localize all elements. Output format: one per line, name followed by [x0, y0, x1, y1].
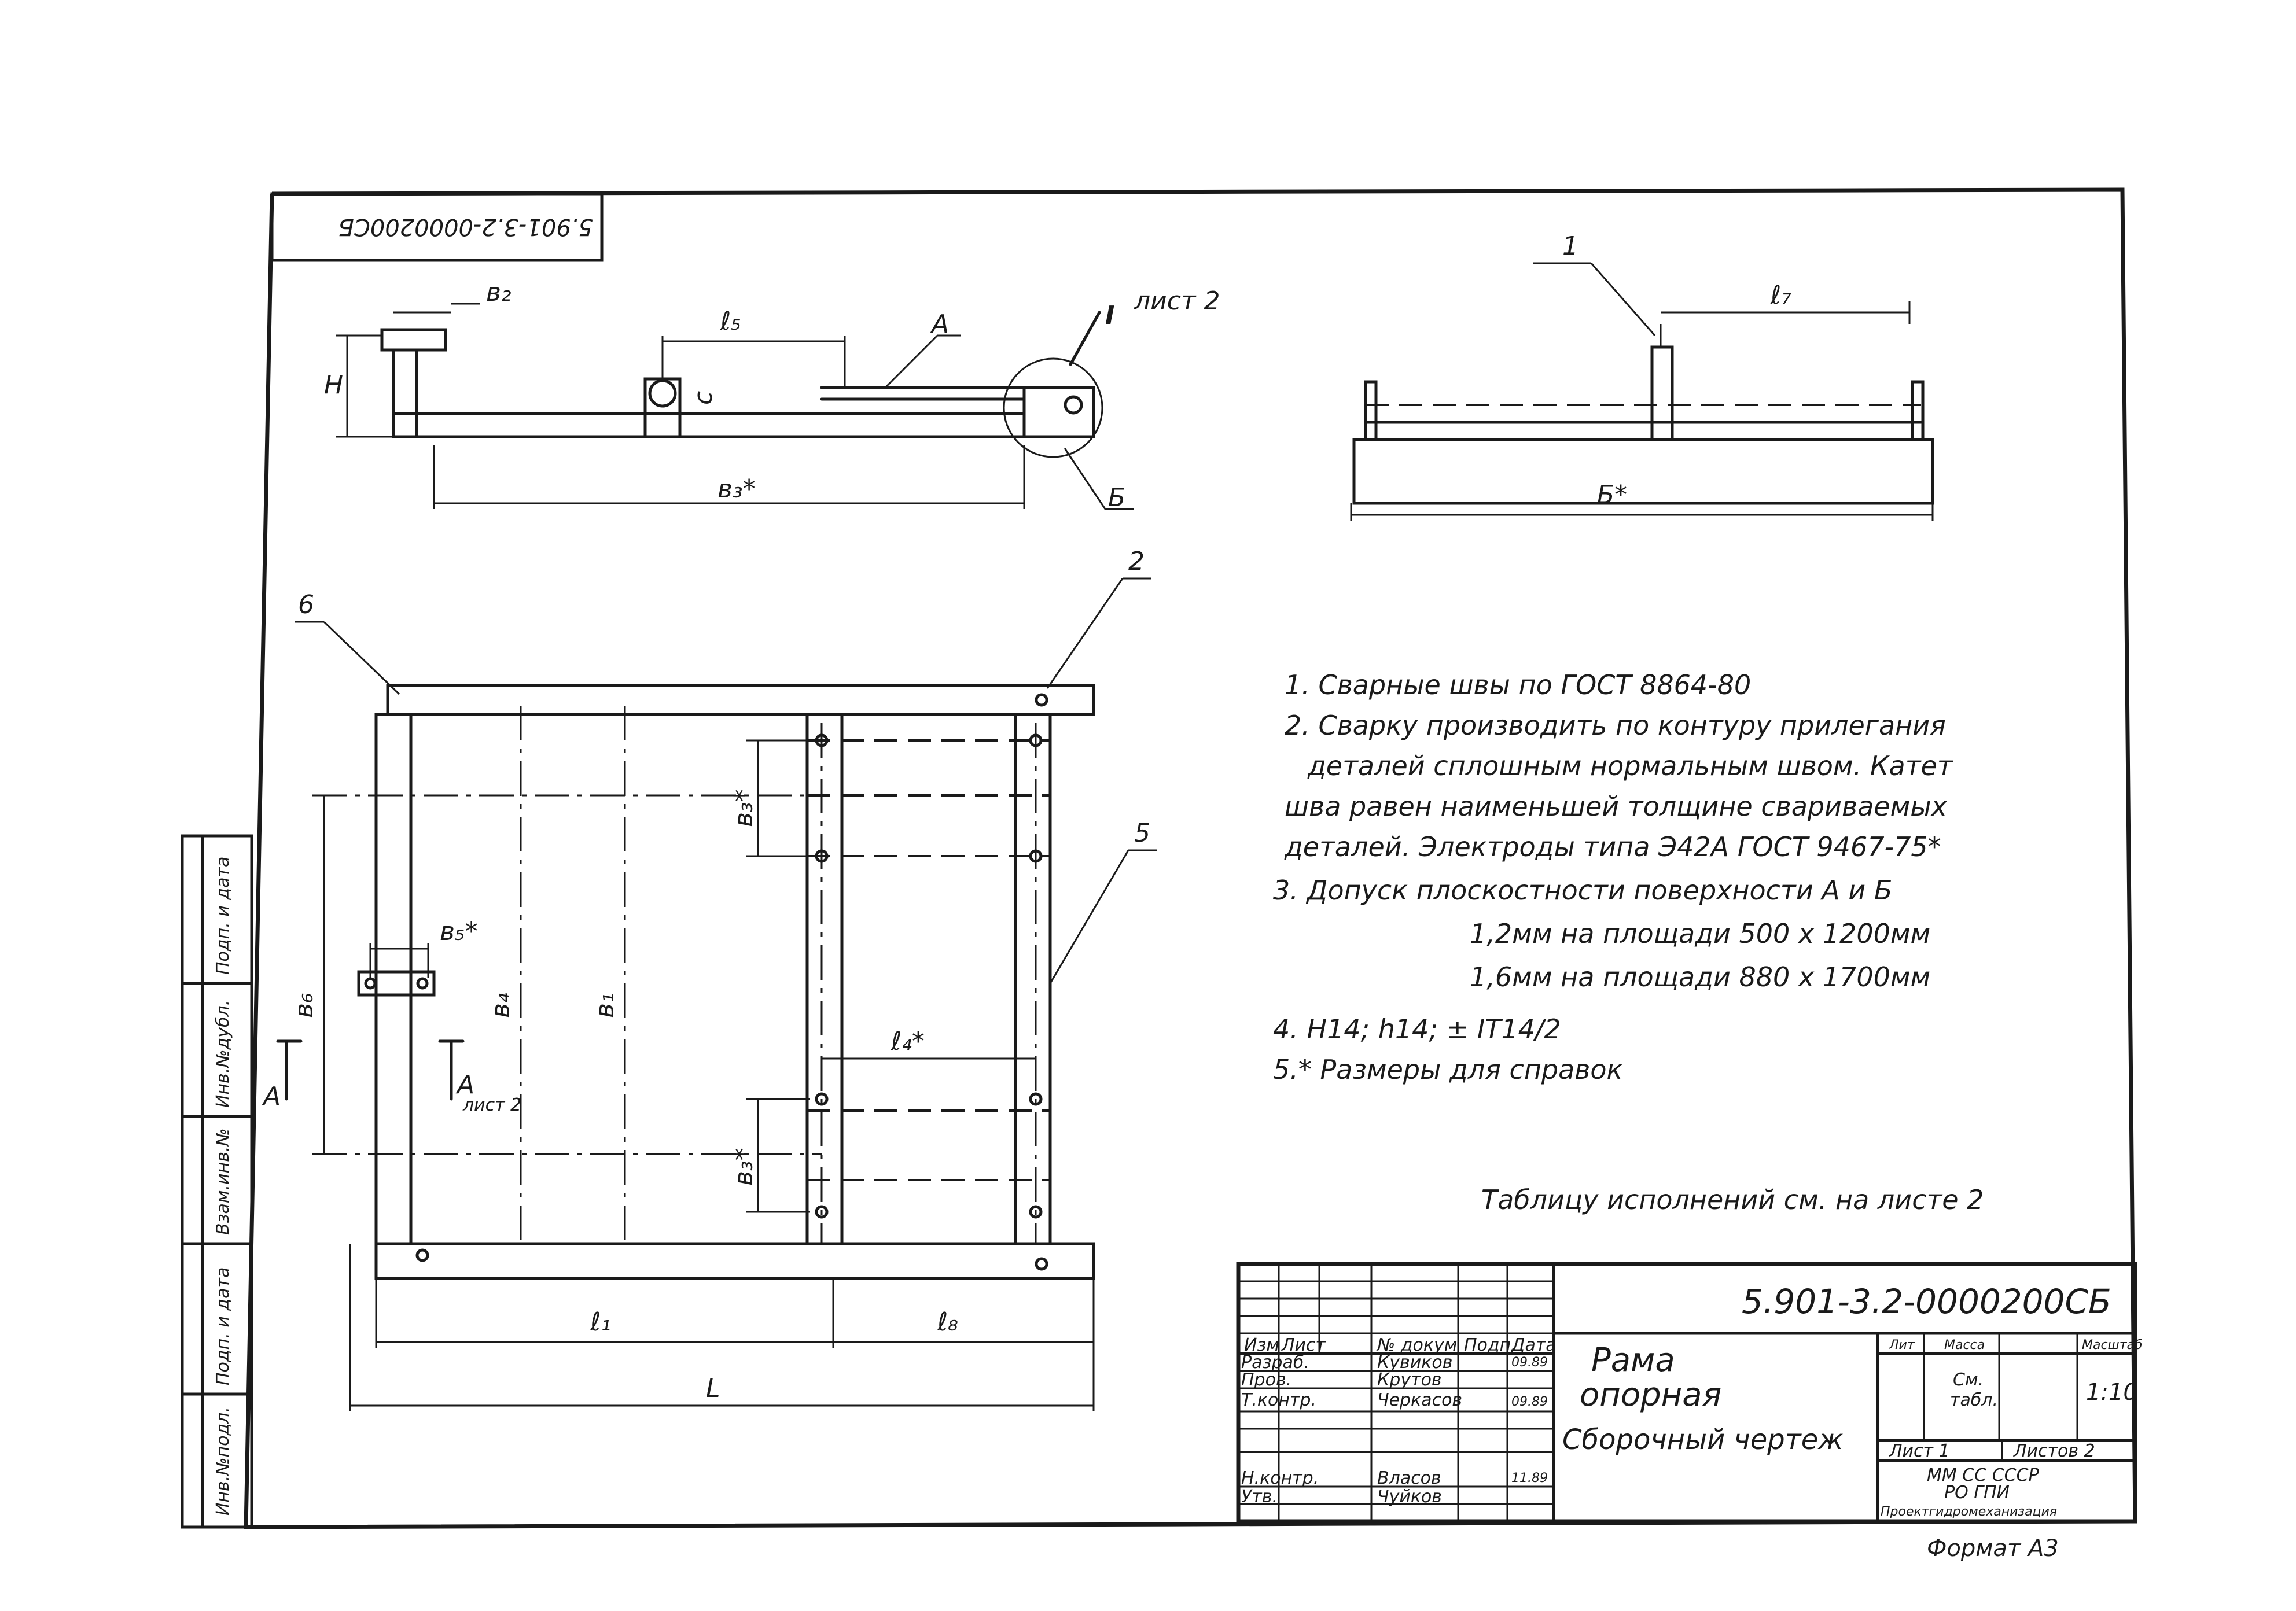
dim-l7: ℓ₇ [1770, 281, 1791, 310]
tb-h-date: Дата [1510, 1335, 1557, 1355]
tb-nkontr: Н.контр. [1241, 1468, 1319, 1488]
pos-5: 5 [1134, 819, 1150, 848]
title-line-2: опорная [1580, 1376, 1721, 1414]
section-mark: I [1105, 301, 1114, 330]
section-A-sheet: лист 2 [462, 1095, 521, 1115]
dim-l4: ℓ₄* [891, 1027, 925, 1056]
pos-6: 6 [298, 590, 314, 620]
tb-tkontr-date: 09.89 [1511, 1395, 1548, 1409]
tb-h-sign: Подп. [1464, 1335, 1517, 1355]
section-A-left: А [262, 1082, 281, 1111]
tb-nkontr-date: 11.89 [1511, 1471, 1548, 1485]
dim-l5: ℓ₅ [720, 307, 741, 336]
dim-b1: в₁ [590, 993, 620, 1018]
tb-h-izm: Изм [1244, 1335, 1279, 1355]
note-3-a: 1,2мм на площади 500 х 1200мм [1470, 918, 1930, 949]
section-A: А [455, 1070, 474, 1100]
dim-b5: в₅* [440, 917, 478, 946]
notes: 1. Сварные швы по ГОСТ 8864-80 2. Сварку… [1273, 669, 1984, 1215]
side-stamp-dubl: Инв.№дубл. [213, 1000, 233, 1108]
label-A: А [930, 309, 949, 339]
tb-lit: Лит [1889, 1338, 1915, 1352]
dim-b3a: в₃* [729, 789, 759, 827]
side-stamp-sign2: Подп. и дата [213, 857, 233, 975]
pos-1: 1 [1562, 231, 1578, 261]
note-3: 3. Допуск плоскостности поверхности А и … [1273, 875, 1892, 906]
end-view: ℓ₇ Б* 1 [1350, 231, 1934, 521]
tb-prov-name: Крутов [1377, 1370, 1442, 1390]
note-2: 2. Сварку производить по контуру прилега… [1285, 710, 1946, 741]
note-1: 1. Сварные швы по ГОСТ 8864-80 [1285, 669, 1751, 701]
title-grid [1237, 1264, 1555, 1521]
tb-razrab: Разраб. [1241, 1352, 1309, 1373]
title-block: Изм Лист № докум Подп. Дата Разраб. Куви… [1236, 1262, 2143, 1524]
label-B: Б [1108, 483, 1125, 513]
tb-mass-2: табл. [1950, 1390, 1998, 1410]
tb-utv: Утв. [1241, 1487, 1278, 1507]
tb-sheets: Листов 2 [2013, 1441, 2095, 1461]
tb-scale-h: Масштаб [2082, 1338, 2143, 1352]
dim-b3b: в₃* [729, 1148, 759, 1186]
tb-mass: Масса [1944, 1338, 1985, 1352]
dim-b4: в₄ [486, 993, 516, 1018]
title-line-1: Рама [1591, 1341, 1675, 1379]
dim-c: с [689, 391, 718, 405]
tb-scale: 1:10 [2086, 1379, 2138, 1406]
tb-org-2: РО ГПИ [1944, 1483, 2010, 1503]
side-view: Н в₂ ℓ₅ с в₃* А Б I лист 2 [324, 278, 1220, 513]
tb-utv-name: Чуйков [1377, 1487, 1442, 1507]
note-2-cont2: шва равен наименьшей толщине свариваемых [1285, 791, 1948, 822]
dim-B-star: Б* [1597, 480, 1627, 510]
tb-razrab-date: 09.89 [1511, 1355, 1548, 1370]
dim-H: Н [324, 370, 343, 400]
side-stamp-replace: Взам.инв.№ [213, 1128, 233, 1235]
pos-2: 2 [1128, 547, 1145, 576]
tb-org-1: ММ СС СССР [1927, 1465, 2040, 1485]
dim-b6: в₆ [289, 993, 319, 1018]
side-stamp-sign1: Подп. и дата [213, 1267, 233, 1385]
tb-h-list: Лист [1281, 1335, 1327, 1355]
dim-b2: в₂ [486, 278, 512, 307]
tb-mass-1: См. [1953, 1370, 1984, 1390]
tb-org-3: Проектгидромеханизация [1881, 1505, 2057, 1519]
format-label: Формат А3 [1927, 1535, 2059, 1562]
plan-view: в₅* в₃* в₃* в₆ в₄ в₁ ℓ₄* ℓ₁ ℓ₈ L А А лис… [262, 547, 1157, 1411]
dim-l1: ℓ₁ [590, 1307, 611, 1337]
dim-b3: в₃* [718, 474, 756, 504]
tb-prov: Пров. [1241, 1370, 1292, 1390]
tb-tkontr: Т.контр. [1241, 1390, 1316, 1410]
dim-L: L [706, 1374, 720, 1403]
stamp-code: 5.901-3.2-0000200СБ [1742, 1282, 2111, 1321]
note-2-cont3: деталей. Электроды типа Э42А ГОСТ 9467-7… [1284, 831, 1941, 862]
mirrored-code: 5.901-3.2-0000200СБ [338, 213, 593, 240]
section-sheet: лист 2 [1134, 286, 1220, 316]
note-5: 5.* Размеры для справок [1273, 1054, 1623, 1085]
tb-nkontr-name: Власов [1377, 1468, 1441, 1488]
note-4: 4. Н14; h14; ± IT14/2 [1273, 1013, 1561, 1045]
tb-sheet: Лист 1 [1889, 1441, 1950, 1461]
note-3-b: 1,6мм на площади 880 х 1700мм [1470, 961, 1930, 993]
table-note: Таблицу исполнений см. на листе 2 [1481, 1184, 1984, 1215]
tb-h-doc: № докум [1376, 1335, 1457, 1355]
tb-tkontr-name: Черкасов [1377, 1390, 1462, 1410]
tb-razrab-name: Кувиков [1377, 1352, 1452, 1373]
side-stamp: Инв.№подл. Подп. и дата Взам.инв.№ Инв.№… [181, 834, 253, 1529]
dim-l8: ℓ₈ [937, 1307, 958, 1337]
note-2-cont1: деталей сплошным нормальным швом. Катет [1307, 750, 1953, 781]
side-stamp-inv: Инв.№подл. [213, 1407, 233, 1516]
title-line-3: Сборочный чертеж [1562, 1424, 1844, 1456]
